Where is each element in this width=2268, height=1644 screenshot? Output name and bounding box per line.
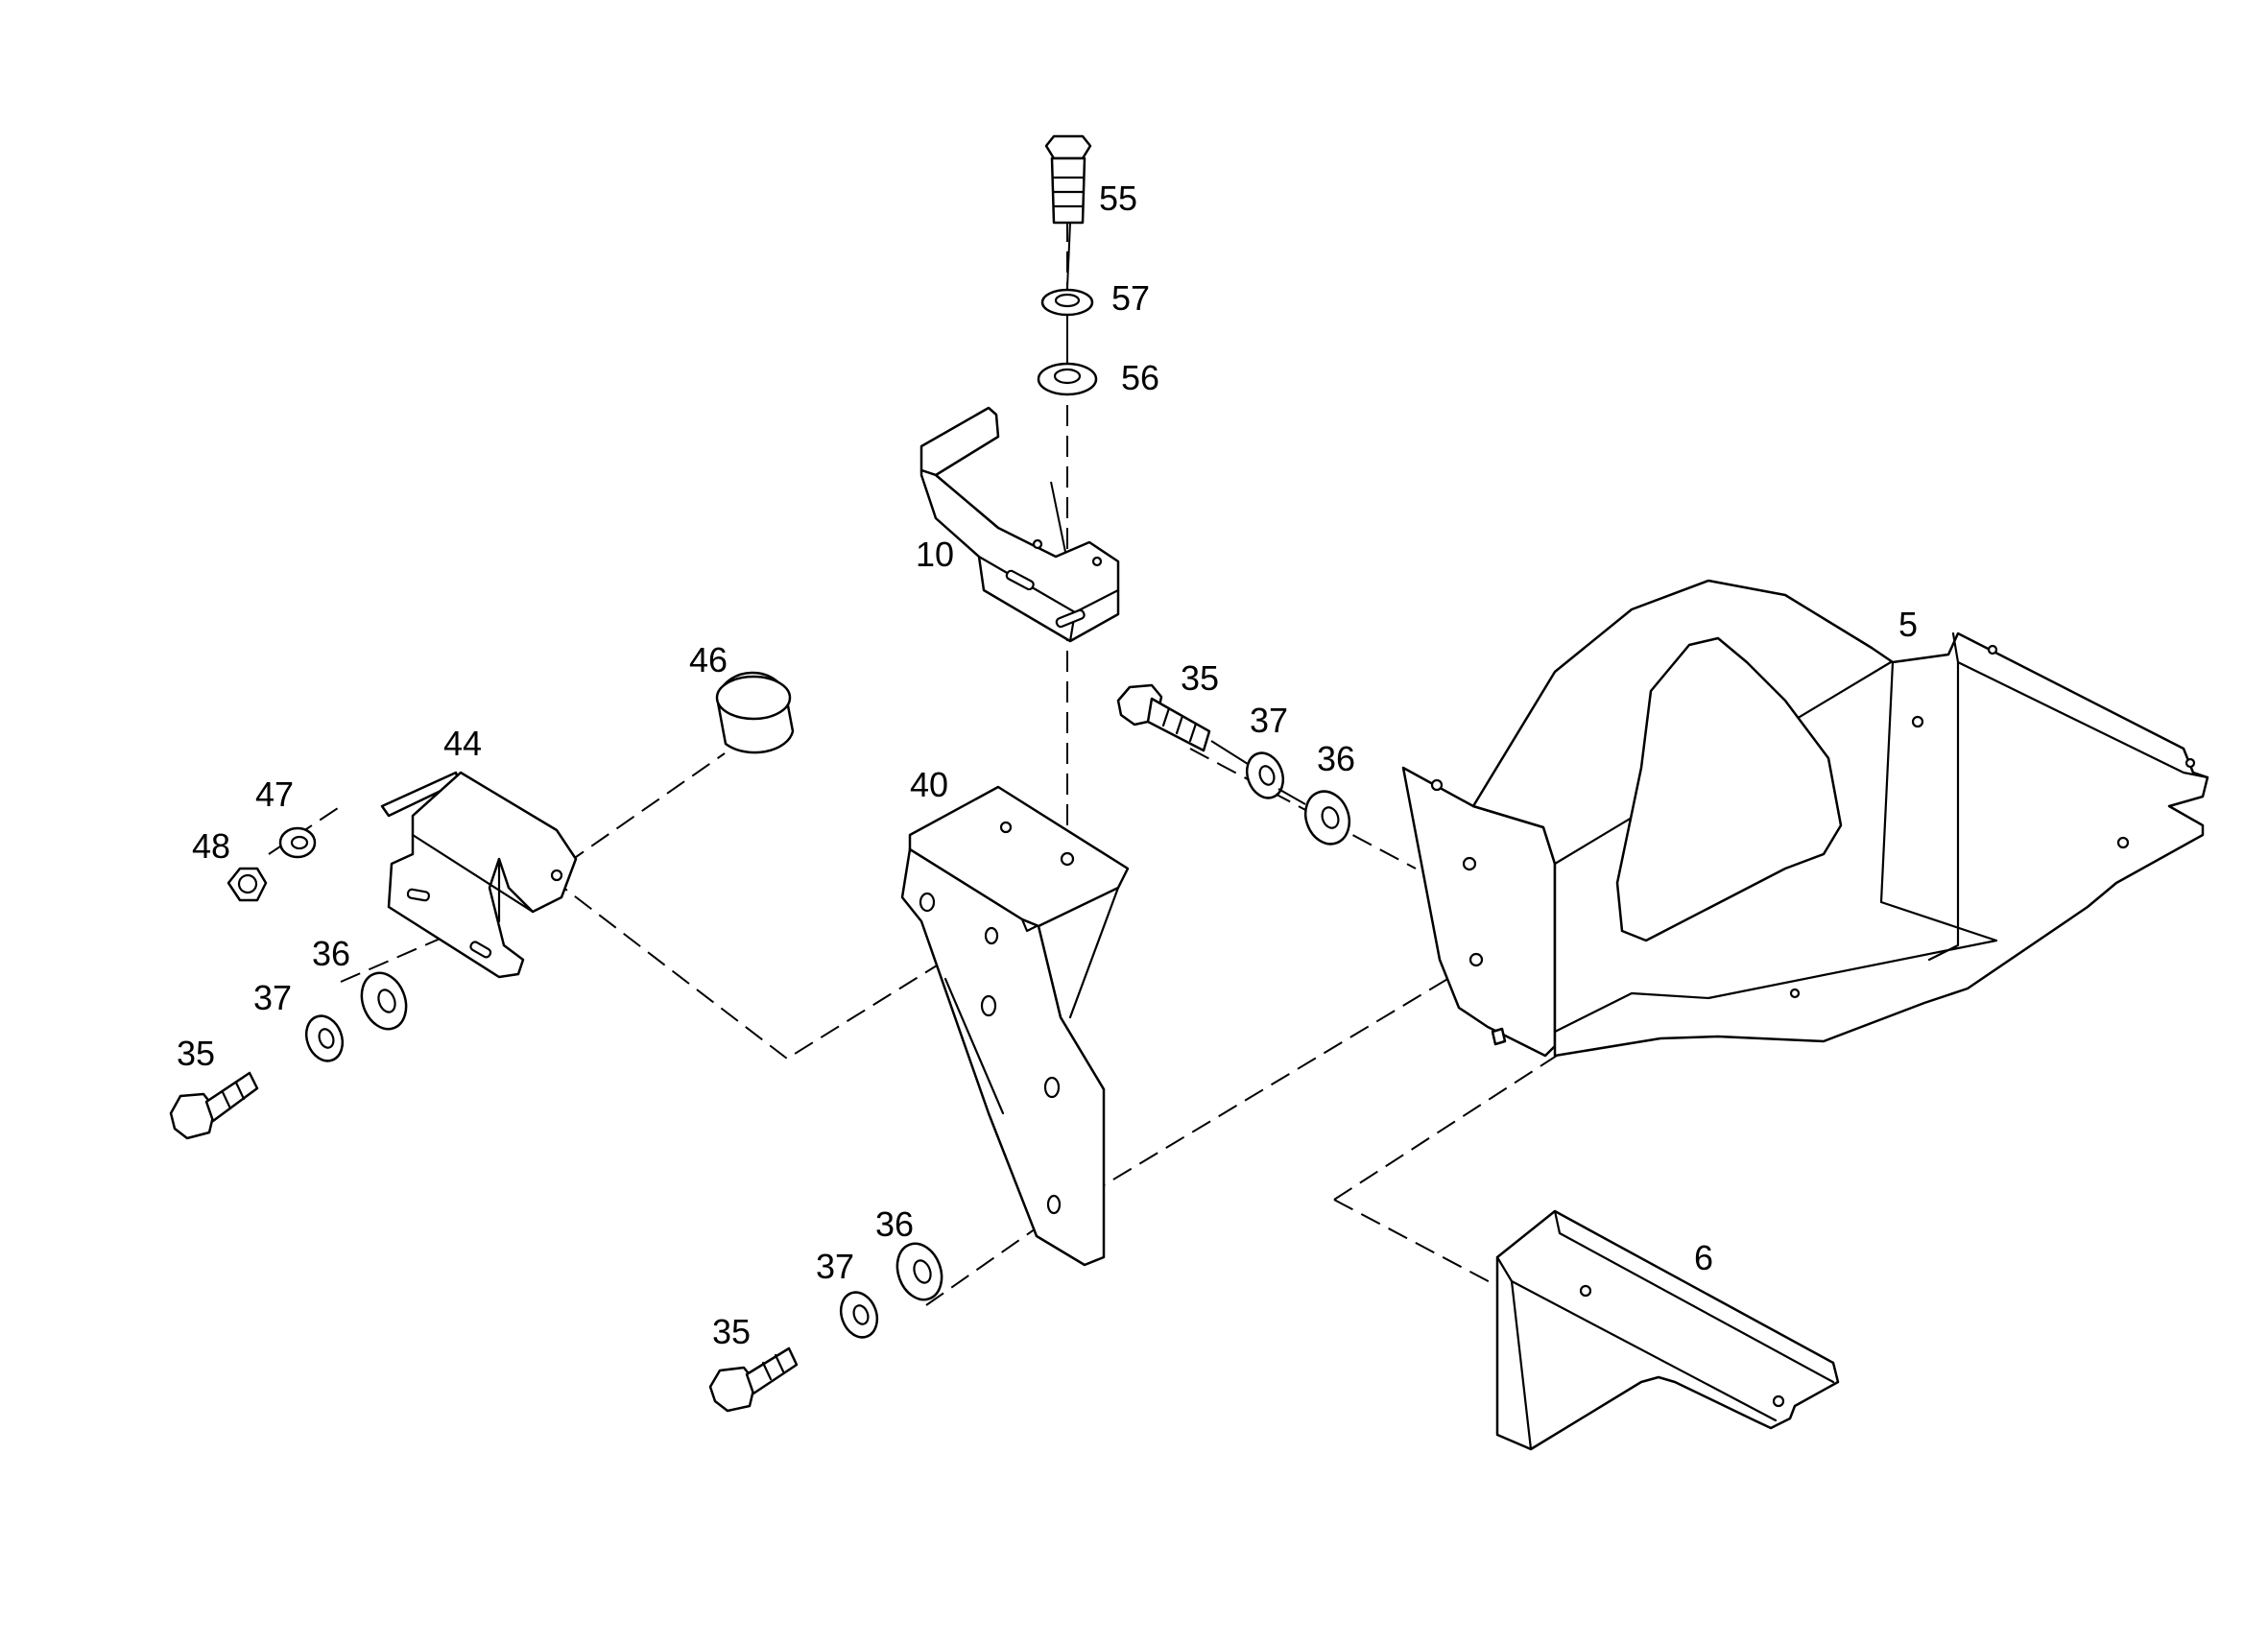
washer-36-left <box>360 971 408 1031</box>
bracket-44 <box>380 771 578 979</box>
bracket-10 <box>919 406 1120 643</box>
callout-56: 56 <box>1121 358 1159 397</box>
callout-47: 47 <box>255 774 294 814</box>
bracket-40 <box>900 785 1130 1267</box>
callout-35-top: 35 <box>1181 658 1219 698</box>
nut-48 <box>227 867 268 902</box>
callout-46: 46 <box>689 640 728 679</box>
callout-35-bottom: 35 <box>712 1312 751 1351</box>
callout-leaders <box>1050 222 1306 805</box>
bracket-6 <box>1495 1209 1840 1451</box>
callout-55: 55 <box>1099 179 1137 218</box>
bolt-35-bottom <box>708 1346 799 1413</box>
callout-6: 6 <box>1694 1238 1713 1277</box>
callout-36-top: 36 <box>1317 739 1355 778</box>
callout-37-top: 37 <box>1250 701 1288 740</box>
callout-36-bottom: 36 <box>875 1204 914 1244</box>
washer-37-left <box>304 1014 345 1062</box>
callout-37-left: 37 <box>253 978 292 1017</box>
bolt-55 <box>1044 134 1092 225</box>
washer-36-bottom <box>895 1242 943 1301</box>
callout-labels: 55 57 56 10 35 37 36 5 46 44 40 47 48 36… <box>177 179 1918 1351</box>
callout-44: 44 <box>443 724 482 763</box>
bolt-35-left <box>169 1071 259 1140</box>
cap-46 <box>715 671 795 754</box>
callout-10: 10 <box>916 535 954 574</box>
housing-5 <box>1401 579 2209 1058</box>
washer-37-bottom <box>839 1291 879 1339</box>
bolt-35-top <box>1116 683 1211 752</box>
washer-56 <box>1037 362 1098 396</box>
assembly-lines <box>268 221 1661 1306</box>
washer-57 <box>1040 288 1094 317</box>
callout-40: 40 <box>910 765 948 804</box>
callout-48: 48 <box>192 826 230 866</box>
washer-47 <box>278 826 317 859</box>
callout-35-left: 35 <box>177 1034 215 1073</box>
callout-5: 5 <box>1898 605 1918 644</box>
callout-36-left: 36 <box>312 934 350 973</box>
washer-37-top <box>1245 751 1285 799</box>
callout-37-bottom: 37 <box>816 1247 854 1286</box>
washer-36-top <box>1303 790 1351 846</box>
callout-57: 57 <box>1111 278 1150 318</box>
